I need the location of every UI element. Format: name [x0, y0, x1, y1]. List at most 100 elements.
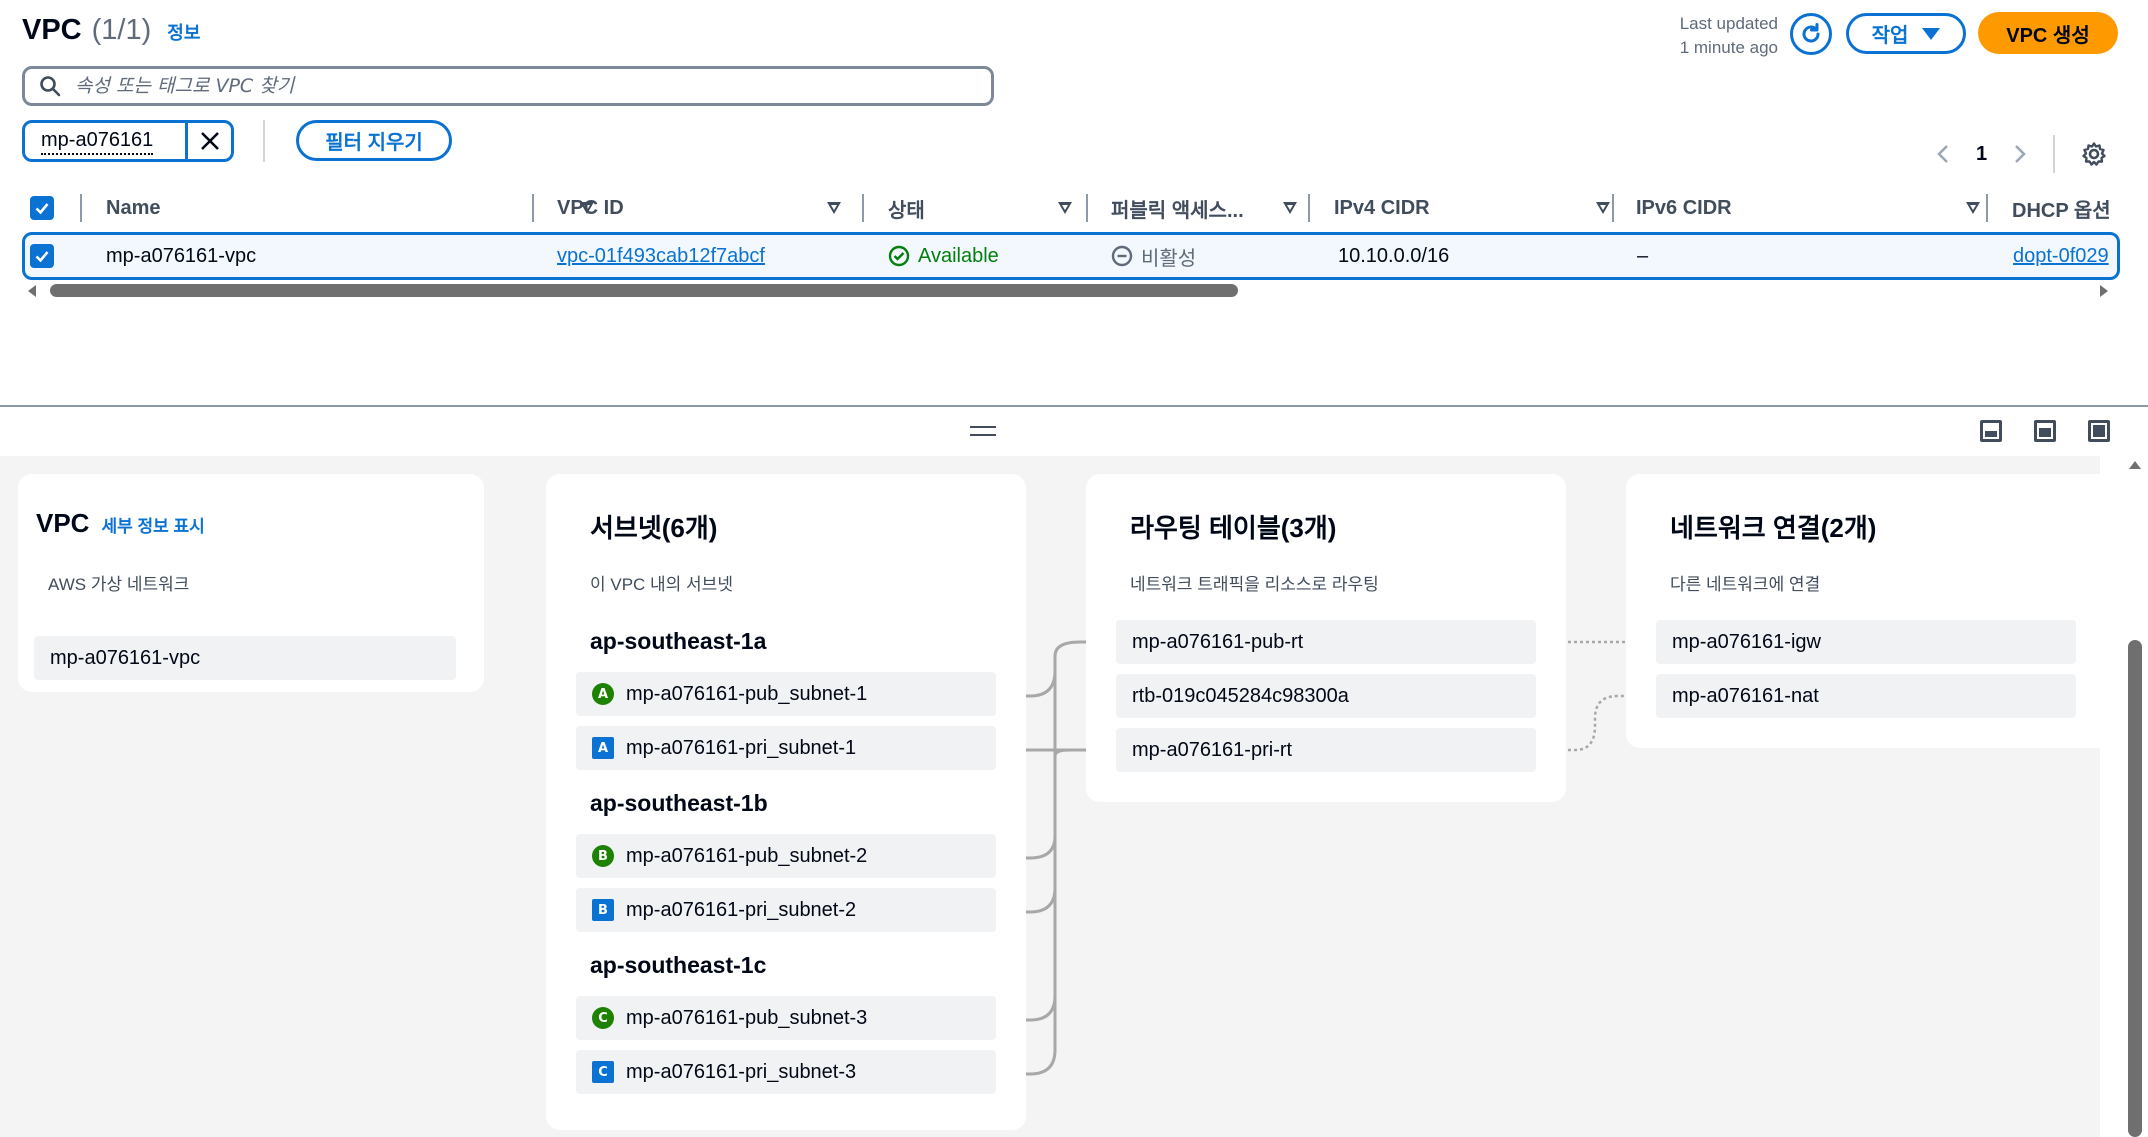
cell-dhcp-link[interactable]: dopt-0f029 [2013, 244, 2109, 267]
availability-zone-label: ap-southeast-1c [590, 952, 767, 978]
subnet-item[interactable]: A mp-a076161-pub_subnet-1 [576, 672, 996, 716]
check-icon [35, 251, 49, 263]
item-count: (1/1) [91, 14, 152, 46]
scroll-up-icon[interactable] [2129, 461, 2141, 469]
actions-label: 작업 [1871, 25, 1909, 47]
subnet-label: mp-a076161-pri_subnet-1 [626, 736, 857, 759]
resize-handle-icon[interactable] [970, 426, 996, 436]
column-divider [1086, 194, 1088, 222]
pagination: 1 [1936, 134, 2107, 174]
sort-icon[interactable] [580, 202, 594, 214]
vpc-item[interactable]: mp-a076161-vpc [34, 636, 456, 680]
table-row[interactable]: mp-a076161-vpc vpc-01f493cab12f7abcf Ava… [22, 232, 2120, 280]
column-header-vpc-id[interactable]: VPC ID [557, 188, 857, 228]
network-connections-card-title: 네트워크 연결(2개) [1670, 513, 1877, 543]
route-tables-card-title: 라우팅 테이블(3개) [1130, 513, 1337, 543]
settings-icon[interactable] [2081, 141, 2107, 167]
panel-bottom-icon[interactable] [1980, 420, 2002, 442]
private-subnet-badge: C [592, 1061, 614, 1083]
subnet-item[interactable]: B mp-a076161-pub_subnet-2 [576, 834, 996, 878]
route-table-item[interactable]: mp-a076161-pub-rt [1116, 620, 1536, 664]
subnet-label: mp-a076161-pub_subnet-2 [626, 844, 868, 867]
subnet-item[interactable]: A mp-a076161-pri_subnet-1 [576, 726, 996, 770]
route-tables-card: 라우팅 테이블(3개) 네트워크 트래픽을 리소스로 라우팅 mp-a07616… [1086, 474, 1566, 802]
subnet-item[interactable]: B mp-a076161-pri_subnet-2 [576, 888, 996, 932]
actions-dropdown-button[interactable]: 작업 [1846, 13, 1966, 54]
availability-zone-label: ap-southeast-1b [590, 790, 768, 816]
caret-down-icon [1922, 27, 1941, 40]
row-checkbox[interactable] [30, 244, 54, 268]
public-subnet-badge: C [592, 1007, 614, 1029]
chevron-left-icon[interactable] [1936, 143, 1950, 165]
panel-preferences [1980, 420, 2110, 442]
panel-side-icon[interactable] [2034, 420, 2056, 442]
column-divider [862, 194, 864, 222]
last-updated: Last updated 1 minute ago [1660, 12, 1778, 60]
column-divider [532, 194, 534, 222]
select-all-cell[interactable] [30, 188, 54, 228]
column-divider [80, 194, 82, 222]
sort-icon[interactable] [1966, 202, 1980, 214]
network-connection-item[interactable]: mp-a076161-igw [1656, 620, 2076, 664]
filter-token-label[interactable]: mp-a076161 [25, 123, 185, 159]
search-bar[interactable] [22, 66, 994, 106]
current-page[interactable]: 1 [1976, 142, 1988, 165]
vpc-card-subtitle: AWS 가상 네트워크 [48, 575, 190, 594]
create-vpc-button[interactable]: VPC 생성 [1978, 12, 2118, 54]
remove-filter-button[interactable] [185, 123, 231, 159]
subnets-card-title: 서브넷(6개) [590, 513, 718, 543]
column-header-name[interactable]: Name [106, 188, 594, 228]
sort-icon[interactable] [1058, 202, 1072, 214]
private-subnet-badge: A [592, 737, 614, 759]
search-input[interactable] [75, 75, 955, 97]
clear-filters-button[interactable]: 필터 지우기 [296, 120, 452, 161]
resource-map: VPC 세부 정보 표시 AWS 가상 네트워크 mp-a076161-vpc … [0, 456, 2100, 1137]
horizontal-scroll-thumb[interactable] [50, 284, 1238, 297]
scroll-left-icon[interactable] [28, 285, 36, 297]
cell-public-access: 비활성 [1111, 235, 1196, 277]
public-subnet-badge: A [592, 683, 614, 705]
cell-vpc-id-link[interactable]: vpc-01f493cab12f7abcf [557, 244, 765, 267]
row-select-cell[interactable] [30, 235, 54, 277]
sort-icon[interactable] [827, 202, 841, 214]
scroll-right-icon[interactable] [2100, 285, 2108, 297]
vertical-scroll-thumb[interactable] [2128, 640, 2142, 1137]
subnets-card-subtitle: 이 VPC 내의 서브넷 [590, 575, 733, 594]
refresh-button[interactable] [1790, 13, 1832, 55]
column-header-dhcp[interactable]: DHCP 옵션 [2012, 199, 2111, 222]
select-all-checkbox[interactable] [30, 196, 54, 220]
column-header-ipv4-cidr[interactable]: IPv4 CIDR [1334, 188, 1634, 228]
network-connections-card-subtitle: 다른 네트워크에 연결 [1670, 575, 1821, 594]
minus-circle-icon [1111, 245, 1133, 267]
route-table-item[interactable]: mp-a076161-pri-rt [1116, 728, 1536, 772]
route-table-item[interactable]: rtb-019c045284c98300a [1116, 674, 1536, 718]
table-header: Name VPC ID 상태 퍼블릭 액세스... IPv4 CIDR IPv6… [22, 188, 2122, 228]
search-icon [40, 76, 61, 97]
subnet-item[interactable]: C mp-a076161-pub_subnet-3 [576, 996, 996, 1040]
chevron-right-icon[interactable] [2013, 143, 2027, 165]
subnet-label: mp-a076161-pri_subnet-3 [626, 1060, 857, 1083]
cell-status: Available [888, 235, 999, 277]
subnet-item[interactable]: C mp-a076161-pri_subnet-3 [576, 1050, 996, 1094]
show-details-link[interactable]: 세부 정보 표시 [101, 517, 205, 536]
public-subnet-badge: B [592, 845, 614, 867]
subnet-label: mp-a076161-pub_subnet-1 [626, 682, 868, 705]
page-header: VPC (1/1) 정보 [22, 14, 200, 54]
sort-icon[interactable] [1596, 202, 1610, 214]
sort-icon[interactable] [1283, 202, 1297, 214]
cell-name: mp-a076161-vpc [106, 244, 257, 267]
column-header-ipv6-cidr[interactable]: IPv6 CIDR [1636, 188, 1996, 228]
check-icon [35, 203, 49, 215]
column-divider [1612, 194, 1614, 222]
info-link[interactable]: 정보 [167, 23, 201, 43]
route-tables-card-subtitle: 네트워크 트래픽을 리소스로 라우팅 [1130, 575, 1379, 594]
cell-ipv4-cidr: 10.10.0.0/16 [1338, 244, 1450, 267]
cell-ipv6-cidr: – [1637, 244, 1649, 267]
column-divider [1986, 194, 1988, 222]
subnet-label: mp-a076161-pub_subnet-3 [626, 1006, 868, 1029]
column-header-status[interactable]: 상태 [888, 188, 1108, 228]
network-connection-item[interactable]: mp-a076161-nat [1656, 674, 2076, 718]
column-header-public-access[interactable]: 퍼블릭 액세스... [1111, 188, 1341, 228]
filter-divider [263, 120, 265, 162]
panel-full-icon[interactable] [2088, 420, 2110, 442]
